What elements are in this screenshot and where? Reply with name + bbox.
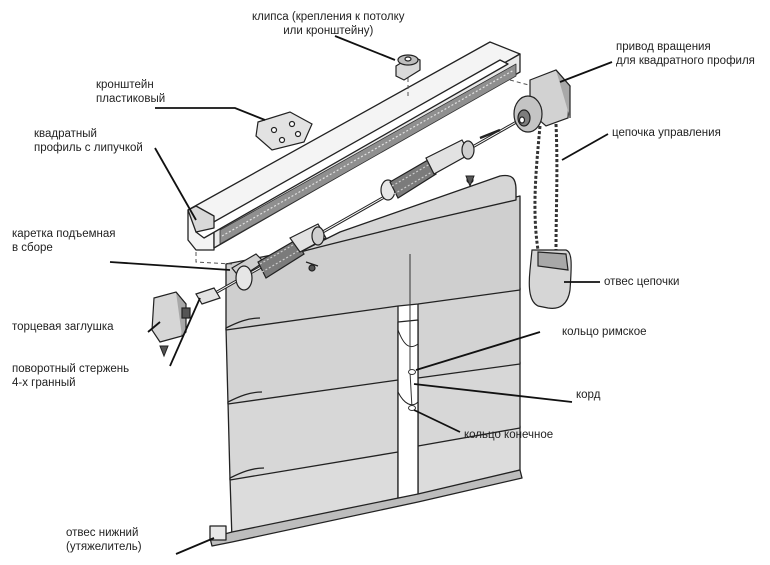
label-chain-weight: отвес цепочки	[604, 275, 679, 289]
roman-ring	[408, 369, 416, 375]
label-rod-line-2: 4-х гранный	[12, 377, 76, 389]
carriage-left	[231, 223, 327, 291]
velcro-strip	[219, 63, 517, 245]
leader-profile	[154, 147, 197, 221]
label-cord: корд	[576, 388, 600, 402]
chain-weight	[528, 249, 572, 309]
label-bottom-weight: отвес нижний (утяжелитель)	[66, 526, 142, 554]
leader-drive	[559, 61, 613, 83]
label-bottom-weight-line-1: отвес нижний	[66, 527, 139, 539]
leader-clip	[334, 35, 396, 61]
label-bracket-line-2: пластиковый	[96, 93, 166, 105]
label-carriage: каретка подъемная в сборе	[12, 227, 116, 255]
label-roman-ring-line-1: кольцо римское	[562, 326, 647, 338]
control-chain	[533, 123, 559, 251]
label-roman-ring: кольцо римское	[562, 325, 646, 339]
leader-bottom-weight	[175, 537, 215, 555]
label-carriage-line-2: в сборе	[12, 242, 53, 254]
label-drive-line-2: для квадратного профиля	[616, 55, 755, 67]
label-end-ring: кольцо конечное	[464, 428, 553, 442]
label-profile-line-1: квадратный	[34, 128, 97, 140]
label-profile-line-2: профиль с липучкой	[34, 142, 143, 154]
leader-bracket	[155, 107, 266, 121]
label-chain-line-1: цепочка управления	[612, 127, 721, 139]
carriage-right	[380, 128, 501, 201]
label-rod: поворотный стержень 4-х гранный	[12, 362, 129, 390]
plastic-bracket	[255, 111, 313, 151]
leader-lines	[109, 35, 613, 555]
label-clip: клипса (крепления к потолку или кронштей…	[252, 10, 405, 38]
label-end-ring-line-1: кольцо конечное	[464, 429, 554, 441]
label-bottom-weight-line-2: (утяжелитель)	[66, 541, 142, 553]
label-bracket: кронштейн пластиковый	[96, 78, 165, 106]
leader-cord	[413, 383, 573, 403]
screws	[159, 175, 475, 358]
label-drive-line-1: привод вращения	[616, 41, 711, 53]
leader-carriage	[109, 261, 231, 271]
fabric-fold-1	[299, 174, 517, 253]
label-cord-line-1: корд	[576, 389, 601, 401]
label-end-cap-line-1: торцевая заглушка	[12, 321, 114, 333]
label-clip-line-2: или кронштейну)	[283, 25, 374, 37]
label-end-cap: торцевая заглушка	[12, 320, 114, 334]
label-bracket-line-1: кронштейн	[96, 79, 154, 91]
drive-unit	[513, 69, 571, 133]
leader-end-cap	[147, 321, 161, 333]
leader-roman-ring	[415, 331, 541, 371]
label-clip-line-1: клипса (крепления к потолку	[252, 11, 405, 23]
fabric-panel	[209, 174, 523, 547]
leader-rod	[169, 297, 201, 367]
label-chain-weight-line-1: отвес цепочки	[604, 276, 680, 288]
end-cap	[151, 287, 221, 343]
label-profile: квадратный профиль с липучкой	[34, 127, 143, 155]
clip	[395, 54, 421, 81]
leader-end-ring	[413, 409, 461, 433]
square-profile	[187, 41, 521, 251]
label-rod-line-1: поворотный стержень	[12, 363, 130, 375]
label-chain: цепочка управления	[612, 126, 721, 140]
cord	[408, 254, 416, 411]
bottom-weight-bar	[209, 469, 523, 547]
leader-chain	[561, 133, 609, 161]
end-ring	[408, 405, 416, 411]
label-carriage-line-1: каретка подъемная	[12, 228, 116, 240]
label-drive: привод вращения для квадратного профиля	[616, 40, 755, 68]
